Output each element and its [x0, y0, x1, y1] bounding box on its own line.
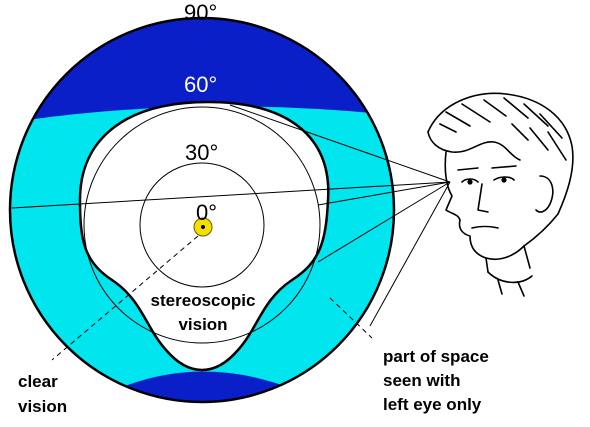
label-30-degrees: 30°: [185, 140, 218, 165]
left-eye-label-line2: seen with: [383, 371, 460, 390]
stereoscopic-label-line2: vision: [178, 315, 227, 334]
left-eye-label-line1: part of space: [383, 347, 489, 366]
left-eye-label-line3: left eye only: [383, 395, 482, 414]
bottom-dark-band: [10, 371, 394, 402]
human-head-icon: [427, 92, 574, 297]
clear-vision-label-line1: clear: [18, 372, 58, 391]
sight-lines: [11, 104, 451, 327]
ring-60-degree: [83, 106, 321, 344]
clear-vision-pointer: [51, 235, 199, 361]
label-60-degrees: 60°: [184, 72, 217, 97]
ring-30-degree: [139, 162, 265, 288]
label-90-degrees: 90°: [184, 0, 217, 25]
outer-field-outline: [8, 16, 396, 404]
left-eye-pointer: [329, 297, 373, 339]
clear-vision-label-line2: vision: [18, 397, 67, 416]
label-0-degrees: 0°: [196, 200, 217, 225]
stereoscopic-label-line1: stereoscopic: [151, 291, 256, 310]
